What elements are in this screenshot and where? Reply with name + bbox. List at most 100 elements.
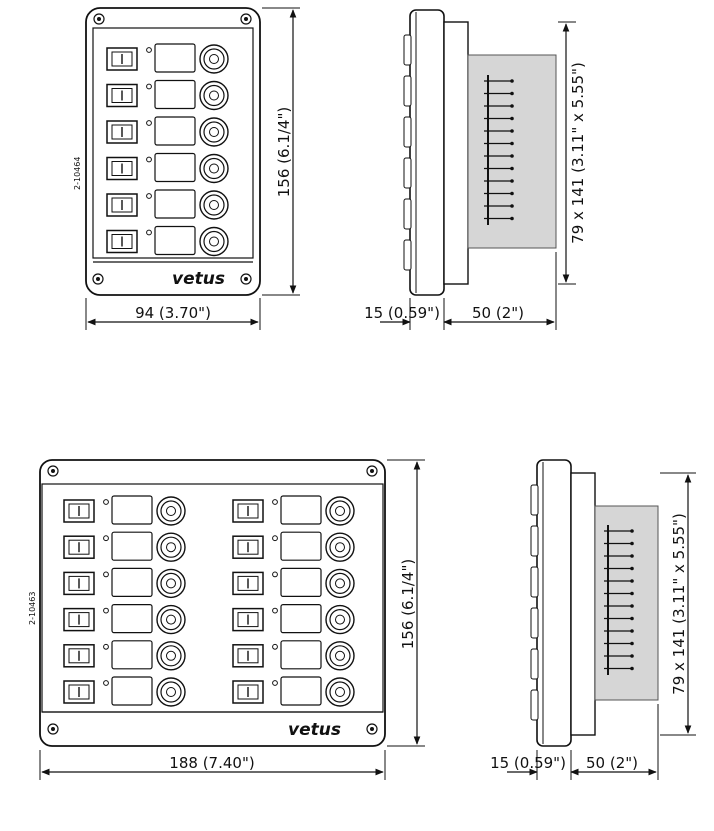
indicator-led-icon <box>103 680 109 686</box>
circuit-row <box>232 495 355 526</box>
circuit-row <box>106 189 229 220</box>
rear-depth-label-bottom: 50 (2") <box>586 754 638 772</box>
terminal-screw-icon <box>630 591 634 596</box>
part-number-label: 2-10463 <box>28 592 37 625</box>
indicator-led-icon <box>272 607 278 614</box>
rear-housing <box>467 54 557 249</box>
label-window <box>154 225 196 256</box>
indicator-led-icon <box>146 156 152 163</box>
indicator-led-icon <box>146 229 152 236</box>
label-window <box>111 495 153 525</box>
indicator-led-icon <box>272 499 278 505</box>
circuit-rows-6 <box>106 43 229 257</box>
height-dimension-6: 156 (6.1/4") <box>262 7 300 296</box>
switch-stub <box>403 116 412 148</box>
front-depth-label-bottom: 15 (0.59") <box>490 754 566 772</box>
circuit-row <box>63 676 186 707</box>
terminal-column <box>484 75 514 225</box>
brand-logo: vetus <box>172 269 225 289</box>
switch-stub <box>530 689 539 721</box>
terminal-column <box>604 525 634 675</box>
label-window <box>280 640 322 670</box>
terminal-screw-icon <box>630 604 634 608</box>
rear-depth-label-top: 50 (2") <box>472 304 524 322</box>
terminal-screw-icon <box>630 616 634 621</box>
width-dimension-6: 94 (3.70") <box>85 298 261 330</box>
terminal-screw-icon <box>630 579 634 583</box>
label-window <box>280 567 322 598</box>
switch-stub <box>403 239 412 271</box>
terminal-screw-icon <box>510 166 514 171</box>
circuit-row <box>106 79 229 111</box>
indicator-led-icon <box>272 643 278 650</box>
breaker-center <box>166 687 176 697</box>
circuit-row <box>106 152 229 184</box>
panel-flange <box>570 472 596 736</box>
switch-stub-column <box>403 34 412 271</box>
width-label-12: 188 (7.40") <box>169 754 254 772</box>
terminal-screw-icon <box>510 204 514 208</box>
switch-stub <box>403 157 412 189</box>
part-number-label: 2-10464 <box>73 157 82 190</box>
breaker-center <box>335 578 345 589</box>
terminal-screw-icon <box>510 91 514 96</box>
indicator-led-icon <box>103 535 109 542</box>
terminal-screw-icon <box>510 116 514 121</box>
terminal-screw-icon <box>510 179 514 183</box>
switch-stub <box>530 607 539 639</box>
terminal-screw-icon <box>630 541 634 546</box>
indicator-led-icon <box>103 499 109 505</box>
cutout-dimension-bottom: 79 x 141 (3.11" x 5.55") <box>660 472 696 736</box>
side-view-top <box>403 9 557 296</box>
breaker-center <box>166 614 176 625</box>
circuit-row <box>63 603 186 635</box>
label-window <box>280 531 322 561</box>
terminal-screw-icon <box>510 104 514 108</box>
breaker-center <box>209 90 219 101</box>
terminal-screw-icon <box>510 216 514 221</box>
breaker-center <box>209 236 219 247</box>
terminal-screw-icon <box>630 554 634 558</box>
breaker-center <box>209 163 219 174</box>
breaker-center <box>335 687 345 697</box>
terminal-screw-icon <box>630 666 634 671</box>
circuit-row <box>232 531 355 562</box>
screw-icon <box>92 273 104 285</box>
switch-stub-column <box>530 484 539 721</box>
side-view-bottom <box>530 459 659 747</box>
label-window <box>111 531 153 561</box>
indicator-led-icon <box>272 571 278 578</box>
switch-stub <box>530 525 539 557</box>
cutout-label-top: 79 x 141 (3.11" x 5.55") <box>569 62 587 244</box>
switch-stub <box>403 34 412 66</box>
screw-icon <box>366 465 378 477</box>
cutout-dimension-top: 79 x 141 (3.11" x 5.55") <box>558 21 587 285</box>
circuit-row <box>232 640 355 671</box>
terminal-screw-icon <box>510 79 514 83</box>
front-view-12-way: vetus 2-10463 <box>28 459 386 747</box>
label-window <box>154 116 196 146</box>
panel-flange <box>443 21 469 285</box>
height-dimension-12: 156 (6.1/4") <box>387 459 425 747</box>
switch-stub <box>530 566 539 598</box>
label-window <box>280 603 322 634</box>
screw-icon <box>366 723 378 735</box>
indicator-led-icon <box>103 643 109 650</box>
width-dimension-12: 188 (7.40") <box>39 750 386 780</box>
label-window <box>111 603 153 634</box>
terminal-screw-icon <box>510 141 514 146</box>
switch-stub <box>403 198 412 230</box>
switch-stub <box>403 75 412 107</box>
circuit-row <box>232 676 355 707</box>
label-window <box>154 152 196 183</box>
breaker-center <box>209 127 219 137</box>
breaker-center <box>166 542 176 553</box>
indicator-led-icon <box>146 83 152 90</box>
indicator-led-icon <box>103 607 109 614</box>
brand-logo: vetus <box>288 720 341 740</box>
circuit-row <box>63 495 186 526</box>
circuit-row <box>106 225 229 257</box>
label-window <box>111 640 153 670</box>
label-window <box>111 567 153 598</box>
screw-icon <box>93 13 105 25</box>
